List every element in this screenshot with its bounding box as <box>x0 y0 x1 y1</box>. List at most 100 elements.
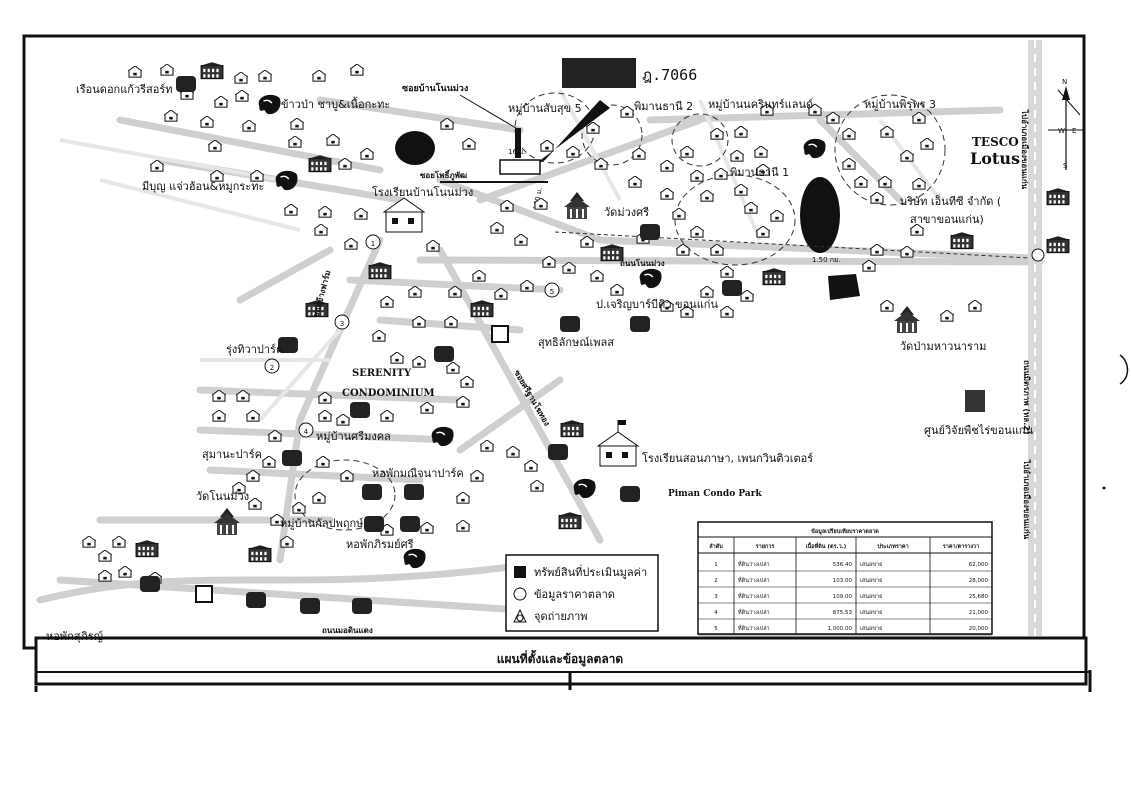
label-rungthiwa: รุ่งทิวาปาร์ค <box>226 343 283 356</box>
label-soi-nonmuang: ซอยบ้านโนนม่วง <box>402 82 468 94</box>
table-header-cell: เนื้อที่ดิน (ตร.ว.) <box>806 541 847 550</box>
label-dorm-pornsri: หอพักภิรมย์ศรี <box>346 538 414 551</box>
label-phiman-thani1: พิมานธานี 1 <box>730 166 789 179</box>
table-cell: 3 <box>714 594 718 600</box>
svg-text:N: N <box>1062 78 1067 86</box>
dist-16m: 16 ม. <box>508 148 526 156</box>
marker-right <box>1031 248 1045 262</box>
label-mibun: มีบุญ แจ่วฮ้อน&หมูกระทะ <box>142 180 264 193</box>
marker-4: 4 <box>298 422 314 438</box>
table-cell: เสนอขาย <box>860 593 882 600</box>
table-cell: 536.40 <box>833 562 853 568</box>
table-cell: เสนอขาย <box>860 561 882 568</box>
research-building-icon <box>965 390 985 412</box>
label-sumana: สุมานะปาร์ค <box>202 448 262 461</box>
marker-2: 2 <box>264 358 280 374</box>
dorm-building-icon <box>300 598 320 614</box>
label-phiman-thani2: พิมานธานี 2 <box>634 100 693 113</box>
dorm-building-icon <box>364 516 384 532</box>
label-language-school: โรงเรียนสอนภาษา, เพนกวินติวเตอร์ <box>642 451 813 465</box>
label-nakarin: หมู่บ้านนครินทร์แลนด์ <box>708 98 813 111</box>
label-village-kanlaya: หมู่บ้านกัลปพฤกษ์ <box>280 517 364 530</box>
dorm-building-icon <box>350 402 370 418</box>
table-cell: 2 <box>714 578 718 584</box>
dorm-building-icon <box>352 598 372 614</box>
table-cell: 62,000 <box>969 562 989 568</box>
label-company-branch: สาขาขอนแก่น) <box>910 213 984 226</box>
distance-label: 1.50 กม. <box>812 256 841 264</box>
dist-180m: 180 ม. <box>532 187 544 210</box>
table-cell: ที่ดินว่างเปล่า <box>738 592 770 600</box>
svg-text:1: 1 <box>371 240 375 248</box>
label-mongkol: หมู่บ้านศรีมงคล <box>316 430 391 443</box>
dorm-building-icon <box>140 576 160 592</box>
road-label-right-bottom: ไปอำเภอเมืองขอนแก่น <box>1022 459 1032 540</box>
market-table: ข้อมูลเปรียบเทียบราคาตลาด ลำดับรายการเนื… <box>697 521 993 636</box>
label-wat-muangsri: วัดม่วงศรี <box>604 206 649 219</box>
label-school-nonmuang: โรงเรียนบ้านโนนม่วง <box>372 185 473 199</box>
label-ruean-dok-kaew: เรือนดอกแก้วรีสอร์ท <box>76 83 173 96</box>
table-header-cell: รายการ <box>756 543 775 550</box>
table-cell: ที่ดินว่างเปล่า <box>738 624 770 632</box>
table-cell: 109.00 <box>833 594 853 600</box>
subject-property <box>499 159 541 175</box>
svg-text:S: S <box>1063 162 1068 170</box>
svg-text:4: 4 <box>304 428 309 436</box>
label-serenity: SERENITY <box>352 368 412 379</box>
label-road-nonmuang: ถนนโนนม่วง <box>620 258 665 268</box>
legend-item-2: ข้อมูลราคาตลาด <box>534 588 615 601</box>
label-dorm-sutharin: หอพักสุภิรญ์ <box>46 630 103 643</box>
table-header-cell: ประเภทราคา <box>877 542 908 550</box>
table-cell: 20,000 <box>969 626 989 632</box>
pond-1 <box>395 131 435 165</box>
table-cell: เสนอขาย <box>860 577 882 584</box>
svg-text:2: 2 <box>270 364 274 372</box>
road-label-right-top: ไปอำเภอเมืองขอนแก่น <box>1020 109 1030 190</box>
label-road-bottom: ถนนมอดินแดง <box>322 626 373 635</box>
svg-text:3: 3 <box>340 320 344 328</box>
svg-text:W: W <box>1058 127 1065 135</box>
table-cell: 875.53 <box>833 610 853 616</box>
svg-text:5: 5 <box>550 288 554 296</box>
label-village-setthi: หมู่บ้านพิรุพร 3 <box>864 98 936 111</box>
table-caption: ข้อมูลเปรียบเทียบราคาตลาด <box>811 527 879 536</box>
label-company: บริษัท เอ็นทีซี จำกัด ( <box>900 194 1001 208</box>
table-cell: 21,000 <box>969 610 989 616</box>
table-cell: เสนอขาย <box>860 625 882 632</box>
table-cell: 5 <box>714 626 718 632</box>
dorm-building-icon <box>640 224 660 240</box>
marker-3: 3 <box>334 314 350 330</box>
apartment-icon <box>195 585 213 603</box>
distance-line <box>554 231 1031 259</box>
pond-2 <box>800 177 840 253</box>
label-pj-charoen: ป.เจริญบาร์บีคิว ขอนแก่น <box>596 298 718 311</box>
dorm-building-icon <box>722 280 742 296</box>
legend-square-icon <box>514 566 526 578</box>
legend-item-3: จุดถ่ายภาพ <box>534 610 588 623</box>
dorm-building-icon <box>282 450 302 466</box>
school-icon <box>382 197 426 233</box>
pond-3 <box>828 274 860 300</box>
dorm-building-icon <box>400 516 420 532</box>
label-sutthilak: สุทธิลักษณ์เพลส <box>538 336 614 349</box>
label-wat-pa: วัดป่ามหาวนาราม <box>900 340 986 353</box>
table-cell: 25,680 <box>969 594 989 600</box>
legend-circle-icon <box>513 587 527 601</box>
marker-5: 5 <box>544 282 560 298</box>
table-cell: 1,000.00 <box>828 626 853 632</box>
table-cell: ที่ดินว่างเปล่า <box>738 560 770 568</box>
label-khao-pa: ข้าวป่า ชาบู&เนื้อกะทะ <box>281 96 390 111</box>
dorm-building-icon <box>246 592 266 608</box>
map-title: แผนที่ตั้งและข้อมูลตลาด <box>497 649 624 667</box>
house-icons <box>82 64 982 614</box>
apartment-icon <box>491 325 509 343</box>
table-cell: 28,000 <box>969 578 989 584</box>
table-cell: 4 <box>714 610 718 616</box>
label-lotus: Lotus <box>970 149 1020 168</box>
table-cell: 1 <box>714 562 718 568</box>
compass-icon: N S E W <box>1048 78 1084 170</box>
label-tesco: TESCO <box>972 135 1019 149</box>
road-label-mittraphap: ถนนมิตรภาพ (ทล.2) <box>1022 360 1031 434</box>
label-piman-condo: Piman Condo Park <box>668 489 762 499</box>
